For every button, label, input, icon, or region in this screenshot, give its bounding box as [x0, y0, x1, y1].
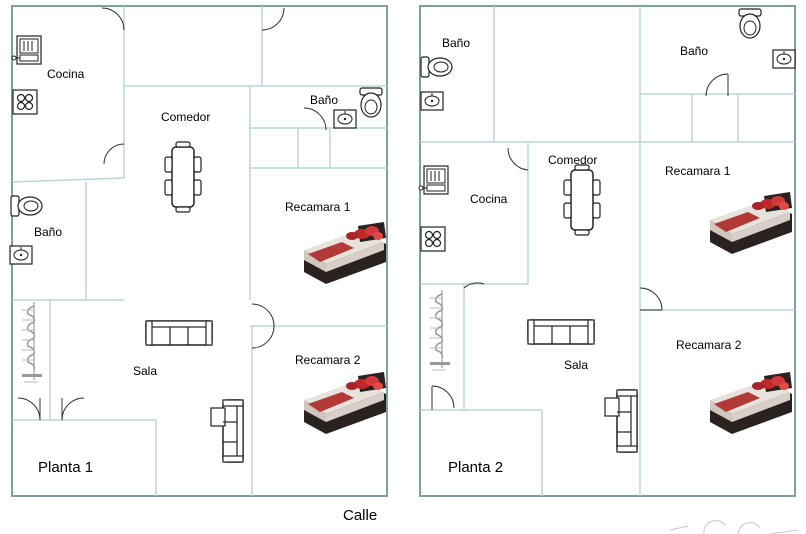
bed-icon: [710, 192, 792, 254]
bed-icon: [304, 372, 386, 434]
room-label-sala: Sala: [133, 364, 158, 378]
sofa-icon: [527, 319, 595, 345]
room-label-bano: Baño: [34, 225, 63, 239]
washbasin-icon: [9, 245, 33, 265]
room-label-sala: Sala: [564, 358, 589, 372]
door-swing-icon: [251, 303, 275, 349]
room-label-comedor: Comedor: [548, 153, 598, 167]
dining-table-icon: [563, 164, 601, 236]
spiral-stair-icon: [429, 289, 451, 371]
room-label-bano: Baño: [442, 36, 471, 50]
door-swing-icon: [61, 397, 85, 421]
room-label-recamara-2: Recamara 2: [676, 338, 742, 352]
sink-icon: [11, 35, 42, 65]
room-label-cocina: Cocina: [470, 192, 508, 206]
sofa-icon: [145, 320, 213, 346]
corner-marks: [669, 520, 799, 534]
toilet-icon: [10, 195, 43, 217]
stove-icon: [12, 89, 38, 115]
sofa-icon: [210, 399, 244, 463]
door-swing-icon: [507, 147, 529, 171]
door-swing-icon: [303, 107, 327, 131]
sink-icon: [418, 165, 449, 195]
door-swing-icon: [463, 282, 485, 289]
dining-table-icon: [164, 141, 202, 213]
plan-title: Planta 2: [448, 459, 504, 476]
sofa-icon: [604, 389, 638, 453]
plan-2: [418, 5, 796, 497]
door-swing-icon: [639, 287, 663, 311]
toilet-icon: [420, 56, 453, 78]
toilet-icon: [359, 87, 383, 118]
door-swing-icon: [101, 7, 125, 31]
spiral-stair-icon: [21, 301, 43, 383]
plan-title: Planta 1: [38, 459, 94, 476]
plan-1-inner-walls: [11, 6, 387, 496]
door-swing-icon: [17, 397, 41, 421]
room-label-bano: Baño: [680, 44, 709, 58]
room-label-cocina: Cocina: [47, 67, 85, 81]
plan-2-inner-walls: [420, 6, 795, 496]
door-swing-icon: [431, 385, 455, 409]
washbasin-icon: [333, 109, 357, 129]
room-label-recamara-2: Recamara 2: [295, 353, 361, 367]
room-label-bano: Baño: [310, 93, 339, 107]
plan-1: [9, 5, 388, 497]
washbasin-icon: [420, 91, 444, 111]
street-label: Calle: [343, 507, 378, 524]
plan-2-outer-wall: [419, 5, 796, 497]
door-swing-icon: [705, 73, 729, 97]
room-label-recamara-1: Recamara 1: [665, 164, 731, 178]
bed-icon: [304, 222, 386, 284]
toilet-icon: [738, 8, 762, 39]
door-swing-icon: [261, 7, 285, 31]
washbasin-icon: [772, 49, 796, 69]
plan-1-doors: [17, 7, 327, 421]
room-label-comedor: Comedor: [161, 110, 211, 124]
door-swing-icon: [103, 143, 125, 165]
stove-icon: [420, 226, 446, 252]
bed-icon: [710, 372, 792, 434]
plan-2-doors: [431, 73, 729, 410]
room-label-recamara-1: Recamara 1: [285, 200, 351, 214]
